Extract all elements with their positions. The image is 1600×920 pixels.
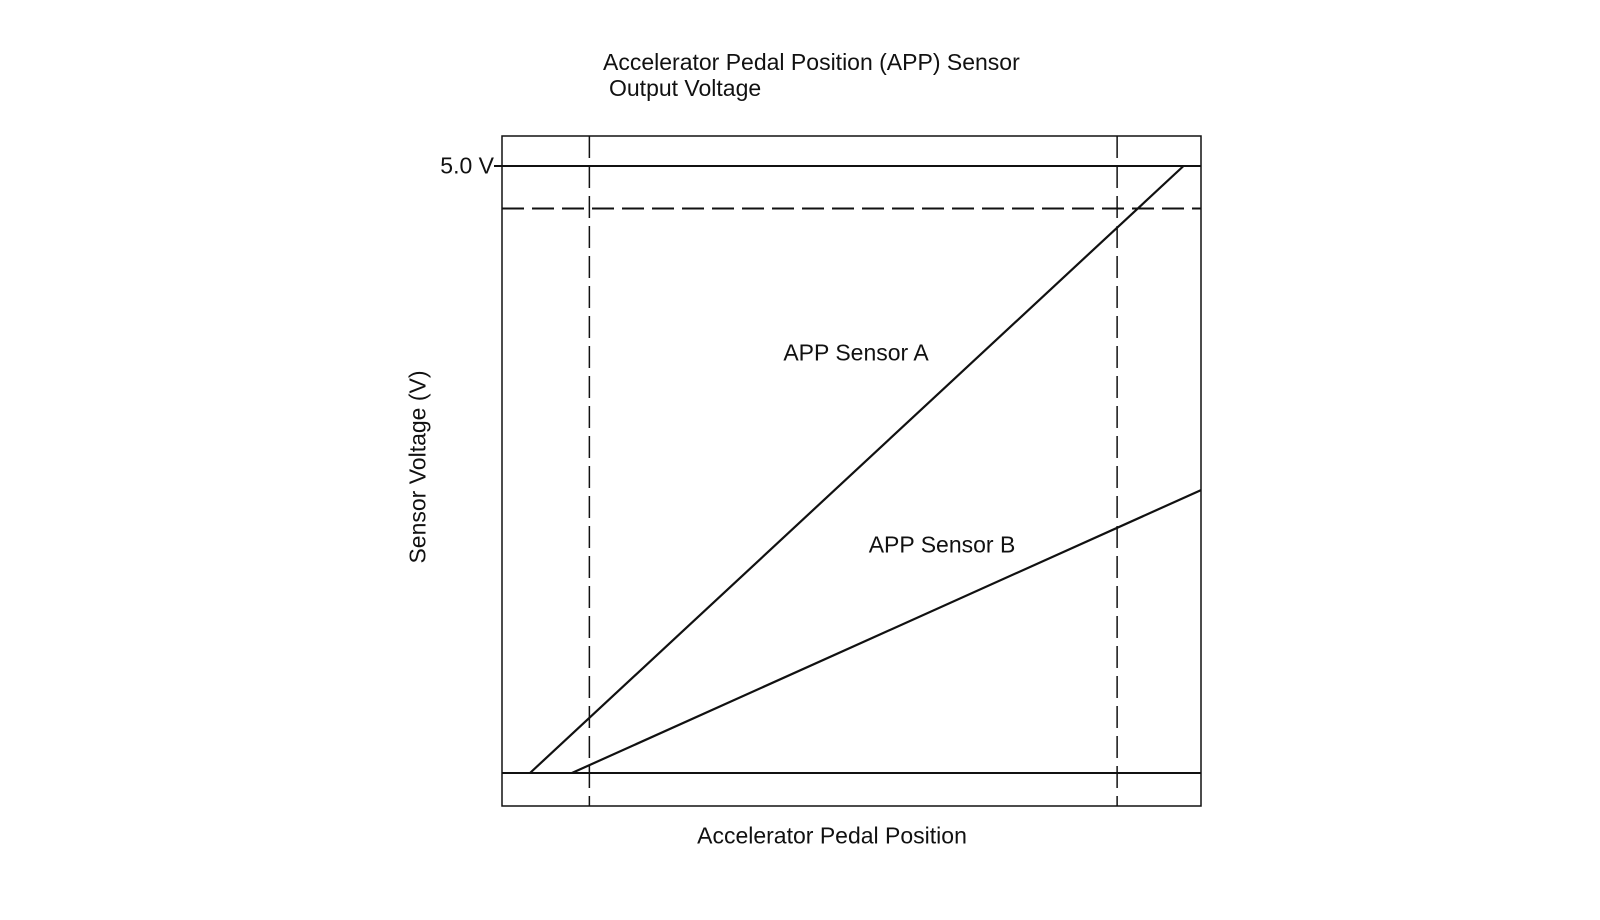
- series-line-app-sensor-b: [571, 489, 1202, 775]
- x-axis-label: Accelerator Pedal Position: [697, 822, 967, 849]
- y-axis-label: Sensor Voltage (V): [404, 370, 431, 564]
- series-line-app-sensor-a: [529, 165, 1185, 774]
- chart-title-line-1: Accelerator Pedal Position (APP) Sensor: [603, 49, 1020, 75]
- y-tick-label-5v: 5.0 V: [440, 152, 494, 179]
- plot-frame: [501, 135, 1202, 807]
- series-label-app-sensor-b: APP Sensor B: [868, 531, 1016, 558]
- chart-title-line-2: Output Voltage: [609, 75, 762, 101]
- series-label-app-sensor-a: APP Sensor A: [783, 339, 929, 366]
